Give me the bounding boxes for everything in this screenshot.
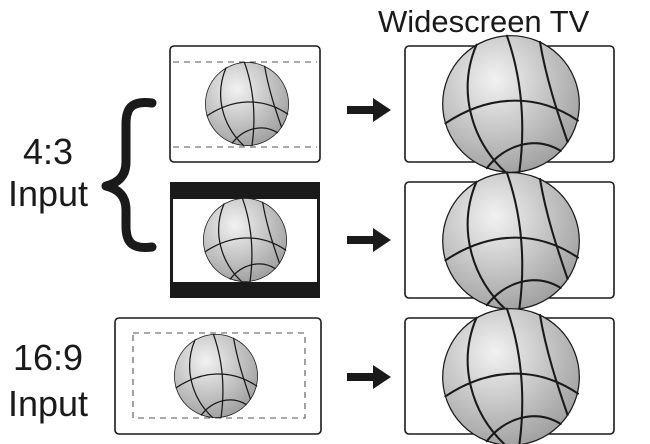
basketball-icon xyxy=(441,307,581,444)
group-16x9-ratio-label: 16:9 xyxy=(12,337,84,378)
arrow-right-icon xyxy=(347,365,391,389)
basketball-icon xyxy=(441,171,581,311)
group-4x3-input-label: Input xyxy=(7,173,89,214)
basketball-icon xyxy=(173,333,259,419)
group-16x9-input-label: Input xyxy=(7,383,89,424)
arrow-right-icon xyxy=(347,98,391,122)
group-4x3-ratio-label: 4:3 xyxy=(22,131,74,172)
curly-brace-icon xyxy=(101,97,157,253)
basketball-icon xyxy=(441,34,581,174)
dashed-inner-frame xyxy=(132,332,306,419)
arrow-right-icon xyxy=(347,228,391,252)
basketball-icon xyxy=(204,61,290,147)
widescreen-tv-title: Widescreen TV xyxy=(378,4,590,39)
basketball-icon xyxy=(202,197,288,283)
